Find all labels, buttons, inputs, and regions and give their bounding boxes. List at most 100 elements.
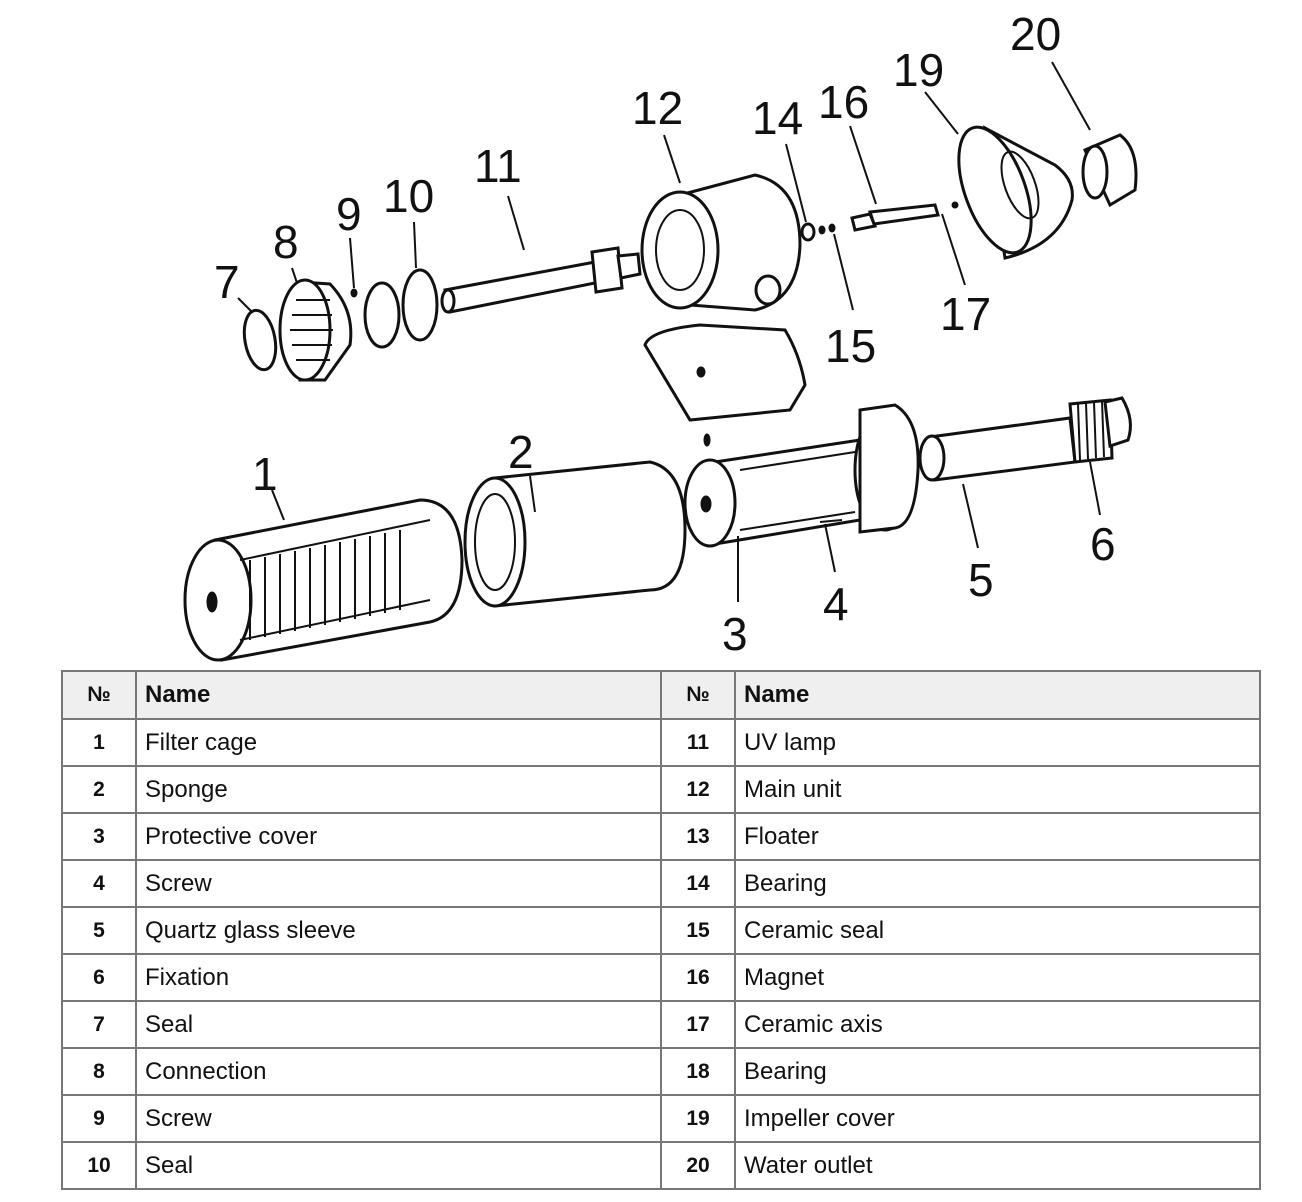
header-name: Name xyxy=(135,670,662,720)
seal-7-part xyxy=(242,308,278,372)
table-row: 7 Seal 17 Ceramic axis xyxy=(61,1000,1261,1049)
callout-19: 19 xyxy=(893,44,944,96)
callout-1: 1 xyxy=(252,448,278,500)
callout-7: 7 xyxy=(214,256,240,308)
table-row: 2 Sponge 12 Main unit xyxy=(61,765,1261,814)
part-name: Floater xyxy=(734,812,1261,861)
protective-cover-part xyxy=(683,403,920,548)
leader-20 xyxy=(1051,61,1091,131)
uv-lamp-part xyxy=(440,246,642,314)
quartz-sleeve-part xyxy=(918,416,1077,482)
header-no: № xyxy=(660,670,736,720)
part-name: Impeller cover xyxy=(734,1094,1261,1143)
leader-9 xyxy=(349,237,355,289)
leader-12 xyxy=(663,134,681,184)
header-name: Name xyxy=(734,670,1261,720)
seal-10a-part xyxy=(363,281,401,349)
callout-4: 4 xyxy=(823,578,849,630)
part-name: Bearing xyxy=(734,859,1261,908)
connection-part xyxy=(278,278,353,382)
fixation-part xyxy=(1068,396,1132,464)
table-row: 10 Seal 20 Water outlet xyxy=(61,1141,1261,1190)
part-number: 12 xyxy=(660,765,736,814)
leader-10 xyxy=(413,221,417,269)
part-name: Ceramic axis xyxy=(734,1000,1261,1049)
leader-15 xyxy=(833,233,854,311)
leader-11 xyxy=(507,195,525,251)
part-name: Sponge xyxy=(135,765,662,814)
screw-part xyxy=(819,519,843,523)
main-unit-part xyxy=(640,173,802,312)
leader-16 xyxy=(849,125,877,205)
leader-4 xyxy=(824,523,836,573)
seal-10b-part xyxy=(401,268,439,342)
parts-table-header-row: № Name № Name xyxy=(61,670,1261,720)
part-name: Fixation xyxy=(135,953,662,1002)
callout-8: 8 xyxy=(273,216,299,268)
leader-2 xyxy=(529,475,536,513)
part-number: 5 xyxy=(61,906,137,955)
table-row: 6 Fixation 16 Magnet xyxy=(61,953,1261,1002)
part-number: 10 xyxy=(61,1141,137,1190)
part-number: 2 xyxy=(61,765,137,814)
parts-table: № Name № Name 1 Filter cage 11 UV lamp 2… xyxy=(61,670,1261,1190)
part-number: 3 xyxy=(61,812,137,861)
part-number: 16 xyxy=(660,953,736,1002)
header-no: № xyxy=(61,670,137,720)
table-row: 5 Quartz glass sleeve 15 Ceramic seal xyxy=(61,906,1261,955)
leader-19 xyxy=(924,91,959,135)
part-number: 14 xyxy=(660,859,736,908)
ceramic-seal-15a-part xyxy=(818,225,826,235)
callout-16: 16 xyxy=(818,76,869,128)
leader-6 xyxy=(1089,461,1101,516)
part-name: UV lamp xyxy=(734,718,1261,767)
part-number: 19 xyxy=(660,1094,736,1143)
sponge-part xyxy=(463,460,687,608)
callout-15: 15 xyxy=(825,320,876,372)
callout-20: 20 xyxy=(1010,8,1061,60)
callout-2: 2 xyxy=(508,426,534,478)
callout-3: 3 xyxy=(722,608,748,660)
part-number: 9 xyxy=(61,1094,137,1143)
callout-11: 11 xyxy=(474,140,522,192)
part-number: 6 xyxy=(61,953,137,1002)
callout-12: 12 xyxy=(632,82,683,134)
leader-14 xyxy=(785,143,807,223)
part-name: Magnet xyxy=(734,953,1261,1002)
table-row: 4 Screw 14 Bearing xyxy=(61,859,1261,908)
part-number: 4 xyxy=(61,859,137,908)
table-row: 1 Filter cage 11 UV lamp xyxy=(61,718,1261,767)
part-number: 11 xyxy=(660,718,736,767)
magnet-axis-part xyxy=(850,201,959,232)
part-number: 13 xyxy=(660,812,736,861)
part-name: Connection xyxy=(135,1047,662,1096)
impeller-cover-part xyxy=(957,125,1074,260)
water-outlet-part xyxy=(1081,133,1138,208)
part-name: Protective cover xyxy=(135,812,662,861)
part-name: Water outlet xyxy=(734,1141,1261,1190)
part-number: 20 xyxy=(660,1141,736,1190)
part-number: 18 xyxy=(660,1047,736,1096)
part-name: Ceramic seal xyxy=(734,906,1261,955)
leader-8 xyxy=(291,267,298,284)
part-number: 7 xyxy=(61,1000,137,1049)
part-name: Bearing xyxy=(734,1047,1261,1096)
leader-17 xyxy=(941,213,966,286)
leader-1 xyxy=(271,489,285,521)
part-name: Main unit xyxy=(734,765,1261,814)
callout-14: 14 xyxy=(752,92,803,144)
part-number: 1 xyxy=(61,718,137,767)
part-name: Seal xyxy=(135,1000,662,1049)
table-row: 9 Screw 19 Impeller cover xyxy=(61,1094,1261,1143)
leader-7 xyxy=(237,297,253,313)
part-name: Screw xyxy=(135,1094,662,1143)
floater-part xyxy=(643,323,807,447)
part-number: 8 xyxy=(61,1047,137,1096)
callout-6: 6 xyxy=(1090,518,1116,570)
part-number: 17 xyxy=(660,1000,736,1049)
callout-17: 17 xyxy=(940,288,991,340)
callout-5: 5 xyxy=(968,554,994,606)
exploded-view-diagram: 1 2 3 4 5 6 7 8 9 10 11 12 14 15 16 17 1… xyxy=(183,8,1138,662)
table-row: 8 Connection 18 Bearing xyxy=(61,1047,1261,1096)
part-name: Screw xyxy=(135,859,662,908)
